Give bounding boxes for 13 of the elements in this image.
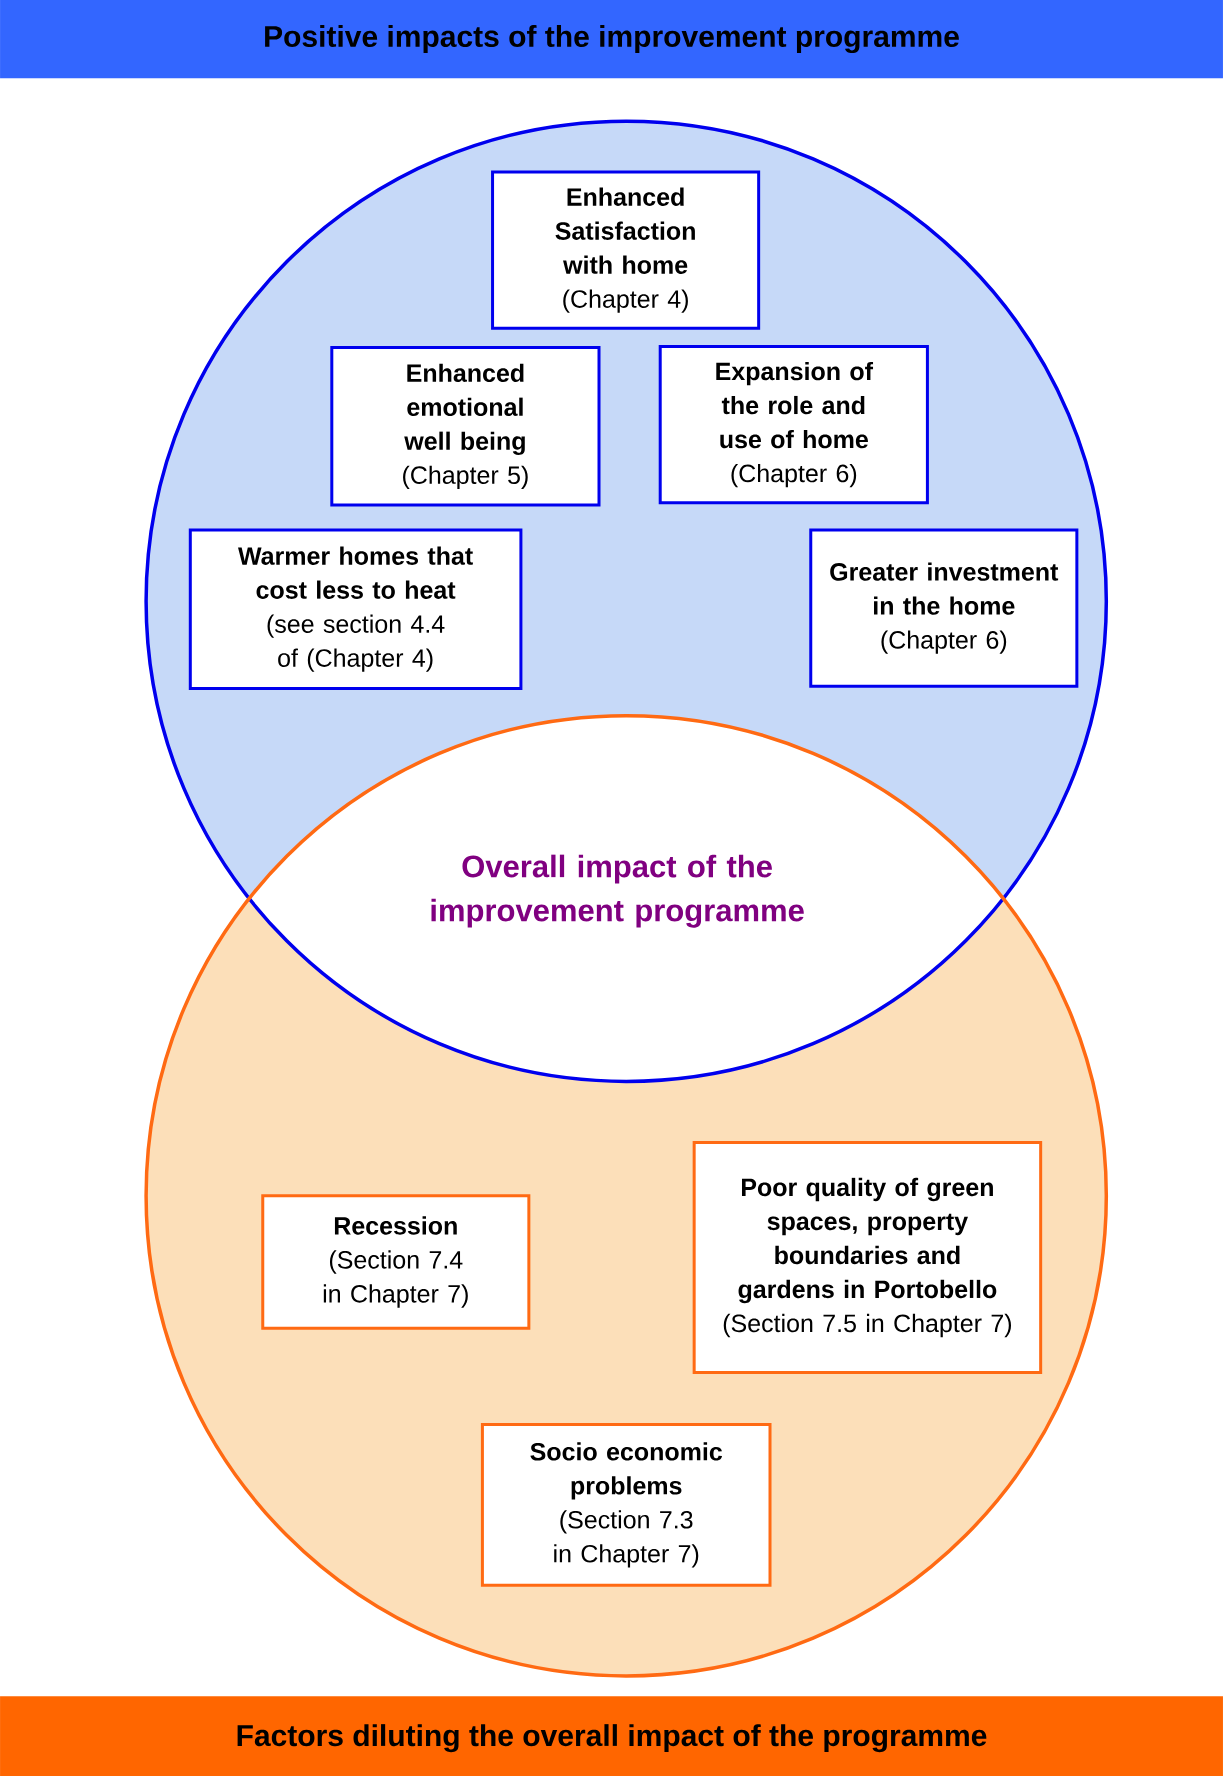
text-box: Warmer homes that cost less to heat (see section 4.4 of (Chapter 4)	[188, 528, 523, 690]
venn-circle	[144, 713, 1109, 1678]
text-box: Expansion of the role and use of home (Chapter 6)	[658, 344, 929, 505]
text-box: Recession (Section 7.4 in Chapter 7)	[261, 1194, 531, 1330]
text-box: Socio economic problems (Section 7.3 in Chapter 7)	[480, 1423, 772, 1587]
text-box: Enhanced emotional well being (Chapter 5)	[330, 346, 601, 507]
venn-circle	[144, 119, 1109, 1084]
overlap-label: Overall impact of the improvement programme	[431, 854, 804, 928]
text-box: Greater investment in the home (Chapter 6)	[809, 528, 1079, 688]
banner: Positive impacts of the improvement programme	[0, 0, 1223, 79]
banner: Factors diluting the overall impact of the programme	[0, 1696, 1223, 1776]
text-box: Poor quality of green spaces, property boundaries and gardens in Portobello (Section 7.5 in Chapter 7)	[692, 1141, 1043, 1374]
text-box: Enhanced Satisfaction with home (Chapter 4)	[491, 170, 761, 330]
